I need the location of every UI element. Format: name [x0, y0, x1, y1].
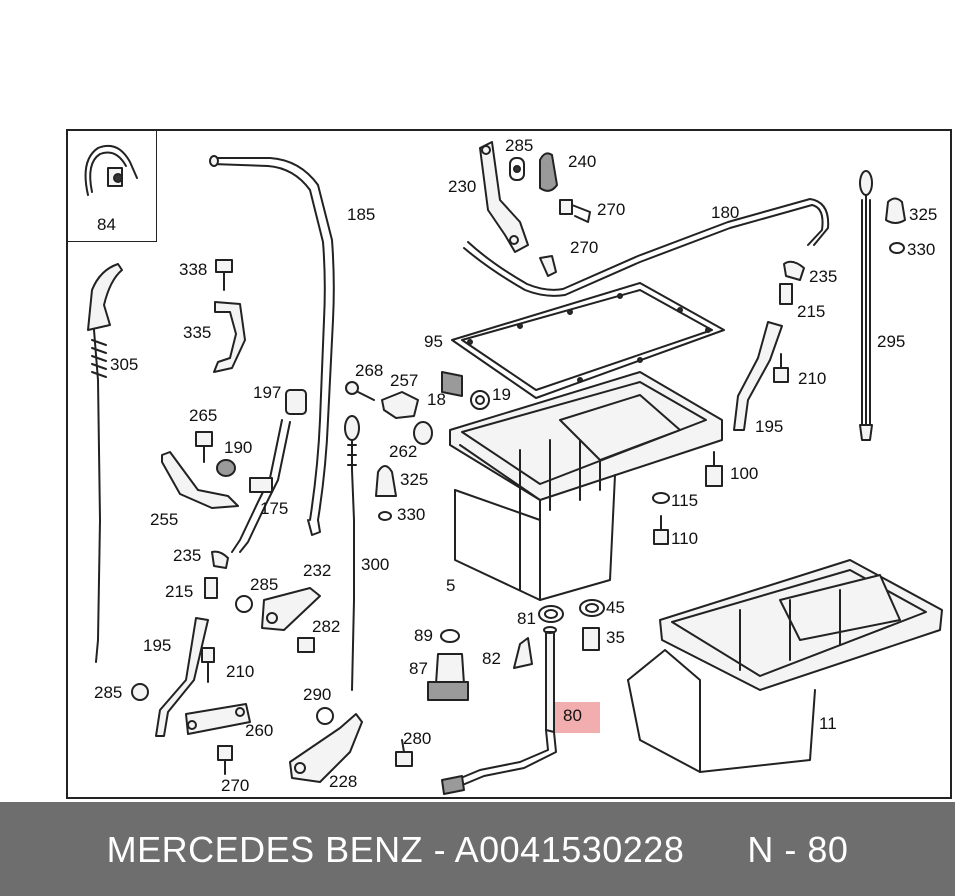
label-87: 87	[409, 659, 428, 678]
label-285: 285	[250, 575, 279, 594]
label-295: 295	[877, 332, 906, 351]
tube-175-drawing	[231, 389, 307, 553]
dipstick-295-drawing	[859, 170, 906, 441]
label-330: 330	[397, 505, 426, 524]
label-232: 232	[303, 561, 332, 580]
sensor-87-drawing	[427, 629, 469, 701]
label-290: 290	[303, 685, 332, 704]
bracket-335-drawing	[213, 259, 246, 373]
label-5: 5	[446, 576, 456, 595]
right-side-parts-drawing	[652, 260, 805, 545]
label-282: 282	[312, 617, 341, 636]
label-335: 335	[183, 323, 212, 342]
label-235: 235	[173, 546, 202, 565]
label-338: 338	[179, 260, 208, 279]
sensor-80-drawing	[441, 626, 557, 795]
seals-drawing	[513, 599, 605, 669]
footer-part-number: MERCEDES BENZ - A0041530228 N - 80	[106, 829, 849, 870]
label-228: 228	[329, 772, 358, 791]
label-305: 305	[110, 355, 139, 374]
bracket-255-drawing	[161, 431, 239, 509]
label-255: 255	[150, 510, 179, 529]
label-82: 82	[482, 649, 501, 668]
label-115: 115	[671, 491, 699, 510]
oil-pan-11-drawing	[627, 559, 943, 773]
label-180: 180	[711, 203, 740, 222]
label-110: 110	[671, 529, 699, 548]
label-95: 95	[424, 332, 443, 351]
hose-180-drawing	[463, 198, 830, 297]
label-210: 210	[226, 662, 255, 681]
label-300: 300	[361, 555, 390, 574]
label-325: 325	[400, 470, 429, 489]
label-35: 35	[606, 628, 625, 647]
bracket-228-drawing	[289, 707, 413, 783]
label-262: 262	[389, 442, 418, 461]
label-270: 270	[597, 200, 626, 219]
gasket-95-drawing	[451, 282, 725, 399]
label-330: 330	[907, 240, 936, 259]
label-175: 175	[260, 499, 289, 518]
label-185: 185	[347, 205, 376, 224]
dipstick-300-drawing	[344, 415, 360, 691]
dipstick-305-drawing	[87, 263, 123, 663]
label-84: 84	[97, 215, 116, 234]
label-100: 100	[730, 464, 759, 483]
inset-box-84	[66, 129, 157, 242]
label-265: 265	[189, 406, 218, 425]
label-235: 235	[809, 267, 838, 286]
label-195: 195	[143, 636, 172, 655]
left-lower-parts-drawing	[131, 550, 251, 775]
label-210: 210	[798, 369, 827, 388]
label-80: 80	[563, 706, 582, 725]
label-18: 18	[427, 390, 446, 409]
label-280: 280	[403, 729, 432, 748]
label-215: 215	[797, 302, 826, 321]
label-81: 81	[517, 609, 536, 628]
label-260: 260	[245, 721, 274, 740]
label-285: 285	[505, 136, 534, 155]
label-268: 268	[355, 361, 384, 380]
pipe-185-drawing	[209, 155, 335, 536]
label-285: 285	[94, 683, 123, 702]
label-230: 230	[448, 177, 477, 196]
label-11: 11	[819, 714, 837, 733]
label-240: 240	[568, 152, 597, 171]
label-270: 270	[221, 776, 250, 795]
clamp-84-drawing	[84, 144, 138, 196]
label-195: 195	[755, 417, 784, 436]
bracket-230-drawing	[479, 141, 591, 277]
label-197: 197	[253, 383, 282, 402]
diagram-frame	[66, 129, 952, 799]
label-190: 190	[224, 438, 253, 457]
label-325: 325	[909, 205, 938, 224]
label-215: 215	[165, 582, 194, 601]
label-19: 19	[492, 385, 511, 404]
highlight-part-80	[555, 702, 600, 733]
label-45: 45	[606, 598, 625, 617]
footer-bar	[0, 802, 955, 896]
small-parts-center-drawing	[345, 371, 490, 521]
bracket-232-drawing	[235, 587, 321, 653]
oil-pan-5-drawing	[449, 371, 723, 601]
label-89: 89	[414, 626, 433, 645]
label-270: 270	[570, 238, 599, 257]
label-257: 257	[390, 371, 419, 390]
